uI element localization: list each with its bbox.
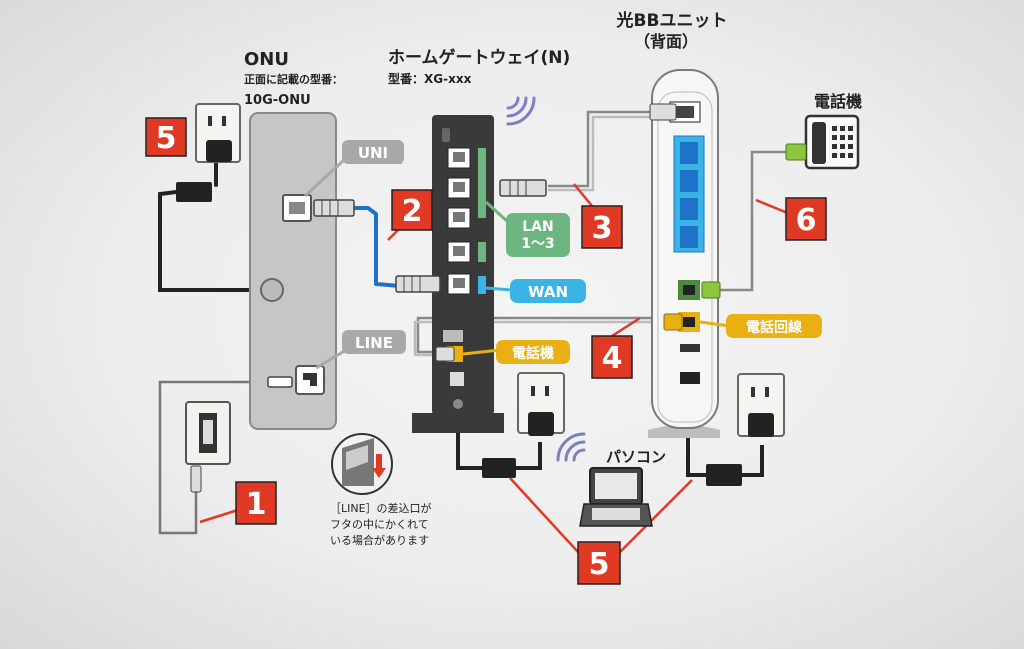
hikari-bb-device: [648, 69, 720, 438]
badge-2: 2: [391, 189, 433, 231]
svg-text:5: 5: [589, 547, 610, 582]
line-cable-1: [158, 380, 292, 535]
onu-title: ONU: [244, 49, 289, 70]
hgw-phone-pill: 電話機: [462, 340, 570, 364]
hgw-ac-adapter-icon: [482, 458, 516, 478]
phone-wall-jack: [185, 401, 231, 493]
hgw-phone-label: 電話機: [512, 345, 554, 362]
svg-text:2: 2: [402, 194, 423, 229]
bb-phone-line-label: 電話回線: [746, 319, 802, 336]
line-hidden-port-icon: [331, 433, 393, 495]
hgw-power-port[interactable]: [453, 399, 463, 409]
lan-cable-3: [548, 110, 652, 192]
onu-uni-pill: UNI: [303, 140, 404, 198]
onu-line-pill: LINE: [315, 330, 406, 370]
bb-ac-adapter-icon: [706, 464, 742, 486]
bb-line-connector: [663, 313, 683, 331]
wall-outlet-left: [195, 103, 241, 163]
pc-label: パソコン: [606, 448, 666, 466]
hgw-wan-pill: WAN: [485, 279, 586, 303]
badge-5-left: 5: [145, 117, 187, 157]
onu-uni-label: UNI: [358, 144, 388, 162]
onu-uni-connector: [313, 199, 355, 217]
hgw-wan-connector: [395, 275, 441, 293]
hgw-phone-connector: [435, 346, 455, 362]
phone-cable-6: [716, 150, 786, 292]
onu-ac-adapter-icon: [176, 182, 212, 202]
hgw-lan-connector: [499, 179, 547, 197]
pc-wifi-icon: [556, 432, 586, 462]
onu-line-label: LINE: [355, 334, 393, 352]
bb-title: 光BBユニット: [616, 10, 728, 31]
bb-phone-connector: [701, 281, 721, 299]
note-line-3: いる場合があります: [330, 533, 429, 547]
onu-device: [249, 112, 337, 430]
svg-text:5: 5: [156, 121, 177, 156]
onu-power-cable: [158, 160, 250, 292]
note-line-1: ［LINE］の差込口が: [330, 501, 432, 515]
hgw-title: ホームゲートウェイ(N): [388, 47, 570, 68]
badge-4: 4: [591, 335, 633, 379]
badge-5-bottom: 5: [577, 541, 621, 585]
badge-1: 1: [235, 481, 277, 525]
hgw-wifi-icon: [506, 96, 536, 126]
svg-text:3: 3: [592, 211, 613, 246]
onu-power-port[interactable]: [260, 278, 284, 302]
svg-text:4: 4: [602, 341, 623, 376]
onu-line-connector: [267, 376, 293, 388]
svg-text:6: 6: [796, 203, 817, 238]
hgw-wan-label: WAN: [528, 283, 568, 301]
onu-model: 10G-ONU: [244, 93, 311, 108]
svg-text:1: 1: [246, 487, 267, 522]
hgw-model: 型番：XG-xxx: [388, 71, 472, 86]
note-line-2: フタの中にかくれて: [330, 518, 429, 531]
home-gateway-device: [412, 115, 504, 433]
bb-subtitle: （背面）: [634, 32, 698, 51]
telephone-icon: [785, 114, 860, 170]
wall-outlet-middle: [517, 372, 565, 436]
bb-power-port[interactable]: [680, 372, 700, 384]
bb-wan-connector: [649, 103, 677, 121]
onu-model-caption: 正面に記載の型番：: [244, 72, 343, 86]
laptop-icon: [579, 467, 653, 527]
badge-6: 6: [785, 197, 827, 241]
telephone-label: 電話機: [814, 92, 862, 111]
ethernet-cable-2: [352, 206, 401, 288]
wall-outlet-right: [737, 373, 785, 437]
bb-phone-line-pill: 電話回線: [699, 314, 822, 338]
badge-3: 3: [581, 205, 623, 249]
